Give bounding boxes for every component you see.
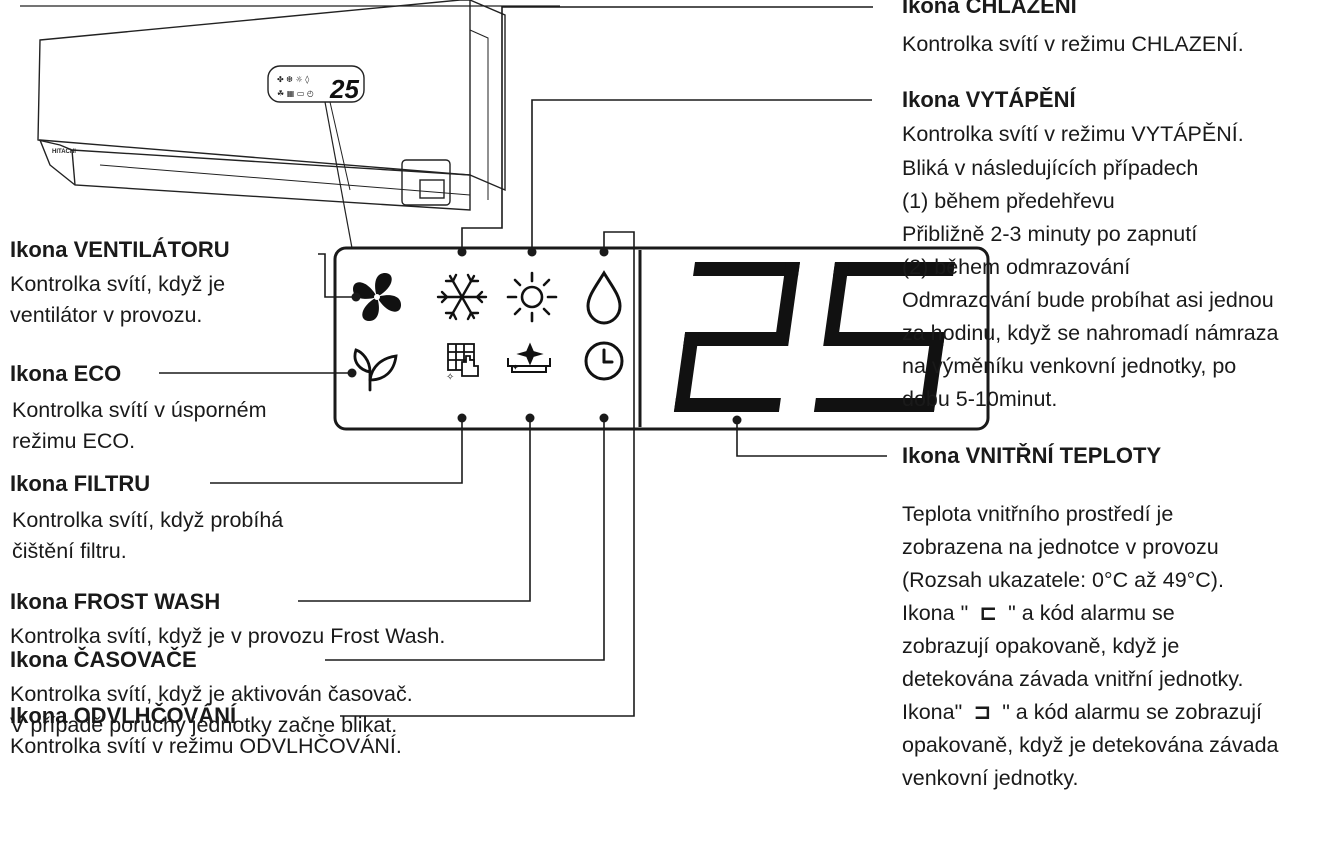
indoor-temp-label-line-2: zobrazena na jednotce v provozu bbox=[902, 535, 1219, 559]
heating-label-line-8: na výměníku venkovní jednotky, po bbox=[902, 354, 1237, 378]
heating-label-line-5: (2) během odmrazování bbox=[902, 255, 1131, 279]
eco-label-title: Ikona ECO bbox=[10, 361, 122, 386]
svg-text:✤ ❆ ☼ ◊: ✤ ❆ ☼ ◊ bbox=[277, 75, 309, 84]
frost-wash-label-line-1: Kontrolka svítí, když je v provozu Frost… bbox=[10, 624, 446, 648]
heating-label-line-1: Kontrolka svítí v režimu VYTÁPĚNÍ. bbox=[902, 122, 1244, 146]
heating-label-line-6: Odmrazování bude probíhat asi jednou bbox=[902, 288, 1274, 312]
indoor-fault-icon: ⊏ bbox=[979, 601, 998, 626]
indoor-alarm-suffix: " a kód alarmu se bbox=[1008, 601, 1175, 625]
indoor-temp-label-line-1: Teplota vnitřního prostředí je bbox=[902, 502, 1174, 526]
indoor-temp-label-line-3: (Rozsah ukazatele: 0°C až 49°C). bbox=[902, 568, 1224, 592]
heating-label-line-4: Přibližně 2-3 minuty po zapnutí bbox=[902, 222, 1198, 246]
cooling-label-title: Ikona CHLAZENÍ bbox=[902, 0, 1077, 18]
outdoor-alarm-suffix: " a kód alarmu se zobrazují bbox=[1002, 700, 1262, 724]
svg-text:✦: ✦ bbox=[512, 363, 519, 372]
outdoor-fault-icon: ⊐ bbox=[973, 700, 992, 725]
timer-label-title: Ikona ČASOVAČE bbox=[10, 647, 197, 672]
mini-display-temperature: 25 bbox=[329, 74, 359, 104]
dehumidify-label-title: Ikona ODVLHČOVÁNÍ bbox=[10, 703, 237, 728]
filter-icon: ✧ bbox=[446, 343, 479, 383]
ventilator-label-line-1: Kontrolka svítí, když je bbox=[10, 272, 226, 296]
ventilator-label-title: Ikona VENTILÁTORU bbox=[10, 237, 230, 262]
frost-wash-label-title: Ikona FROST WASH bbox=[10, 589, 221, 614]
timer-label-line-2: V případě poruchy jednotky začne blikat. bbox=[10, 713, 398, 737]
cooling-label-line-1: Kontrolka svítí v režimu CHLAZENÍ. bbox=[902, 32, 1244, 56]
frost-wash-icon: ✦ bbox=[507, 342, 551, 373]
filter-label-title: Ikona FILTRU bbox=[10, 471, 151, 496]
leaf-icon bbox=[353, 348, 398, 392]
indoor-temp-label-line-9: venkovní jednotky. bbox=[902, 766, 1079, 790]
fan-icon bbox=[353, 273, 401, 321]
dehumidify-label-line-1: Kontrolka svítí v režimu ODVLHČOVÁNÍ. bbox=[10, 734, 402, 758]
leader-dots bbox=[347, 247, 742, 425]
outdoor-alarm-prefix: Ikona" bbox=[902, 700, 963, 724]
heating-label-line-3: (1) během předehřevu bbox=[902, 189, 1115, 213]
indoor-temp-label-line-5: zobrazují opakovaně, když je bbox=[902, 634, 1180, 658]
timer-label-line-1: Kontrolka svítí, když je aktivován časov… bbox=[10, 682, 413, 706]
eco-label-line-1: Kontrolka svítí v úsporném bbox=[12, 398, 267, 422]
snowflake-icon bbox=[436, 273, 488, 321]
ventilator-label-line-2: ventilátor v provozu. bbox=[10, 303, 203, 327]
indoor-temp-label-line-4: Ikona " ⊏ " a kód alarmu se bbox=[902, 599, 1175, 628]
clock-icon bbox=[584, 341, 624, 381]
sun-icon bbox=[506, 271, 558, 323]
indoor-alarm-prefix: Ikona " bbox=[902, 601, 969, 625]
droplet-icon bbox=[586, 270, 622, 325]
indoor-temp-label-title: Ikona VNITŘNÍ TEPLOTY bbox=[902, 443, 1162, 468]
heating-label-title: Ikona VYTÁPĚNÍ bbox=[902, 87, 1076, 112]
heating-label-line-7: za hodinu, když se nahromadí námraza bbox=[902, 321, 1279, 345]
eco-label-line-2: režimu ECO. bbox=[12, 429, 136, 453]
indoor-temp-label-line-7: Ikona" ⊐ " a kód alarmu se zobrazují bbox=[902, 698, 1262, 727]
heating-label-line-2: Bliká v následujících případech bbox=[902, 156, 1199, 180]
filter-label-line-1: Kontrolka svítí, když probíhá bbox=[12, 508, 284, 532]
filter-label-line-2: čištění filtru. bbox=[12, 539, 127, 563]
temperature-digits bbox=[673, 262, 955, 412]
svg-text:✧: ✧ bbox=[446, 372, 454, 383]
indoor-temp-label-line-8: opakovaně, když je detekována závada bbox=[902, 733, 1279, 757]
unit-brand-logo: HITACHI bbox=[52, 149, 76, 155]
svg-text:☘ ▦ ▭ ◴: ☘ ▦ ▭ ◴ bbox=[277, 89, 314, 98]
indoor-temp-label-line-6: detekována závada vnitřní jednotky. bbox=[902, 667, 1244, 691]
heating-label-line-9: dobu 5-10minut. bbox=[902, 387, 1058, 411]
indoor-unit-illustration bbox=[20, 0, 560, 249]
leader-lines bbox=[159, 6, 887, 717]
mini-display-icons: ✤ ❆ ☼ ◊ ☘ ▦ ▭ ◴ bbox=[277, 75, 314, 98]
display-panel bbox=[333, 246, 990, 431]
